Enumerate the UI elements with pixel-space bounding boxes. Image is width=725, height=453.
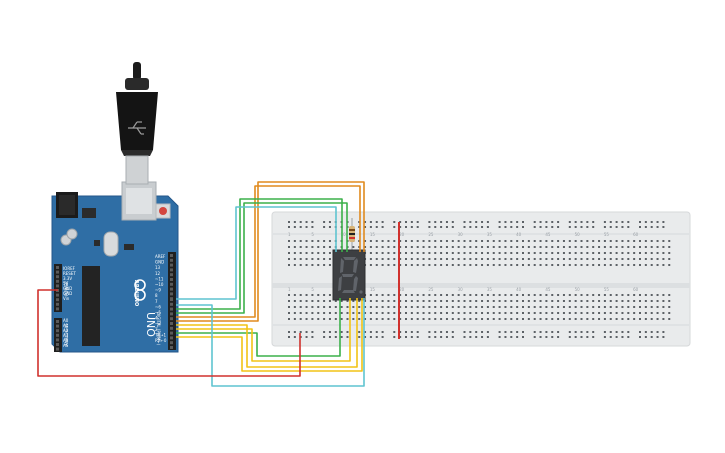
column-marker: 1 [288,287,291,292]
pin-label: ~10 [155,282,164,287]
usb-symbol-icon [128,121,146,135]
digital-pwm-label: DIGITAL (PWM~) [156,312,161,346]
pin-label: ~6 [155,304,161,309]
pin-label: A3 [63,333,69,338]
column-marker: 45 [545,232,551,237]
seven-segment-display[interactable]: 8 [332,249,366,301]
pin-label: A1 [63,323,69,328]
pin-label: GND [155,260,164,265]
wires [37,181,365,387]
wire-orange-2[interactable] [176,185,361,318]
pin-label: ~5 [155,310,161,315]
column-marker: 50 [575,232,581,237]
digital-header-upper [168,252,176,302]
wire-yellow-2[interactable] [176,298,363,372]
pin-label: 13 [155,265,161,270]
column-marker: 5 [311,287,314,292]
wire-cyan-1[interactable] [176,206,337,300]
arduino-brand-label: ARDUINO [133,280,139,306]
analog-in-label: ANALOG IN [64,324,69,346]
column-marker: 15 [370,232,376,237]
pin-label: A5 [63,343,69,348]
column-marker: 45 [545,287,551,292]
pin-label: Vin [63,296,70,301]
capacitor-2 [66,228,78,240]
pin-label: ~9 [155,288,161,293]
column-marker: 50 [575,287,581,292]
pin-label: 8 [155,293,158,298]
column-marker: 30 [458,232,464,237]
pin-label: A2 [63,328,69,333]
power-header [54,264,62,312]
pin-label: GND [63,291,72,296]
pin-label: IOREF [63,266,76,271]
column-marker: 5 [311,232,314,237]
wire-orange-1[interactable] [176,181,365,322]
arduino-logo [134,279,146,301]
voltage-regulator [82,208,96,218]
pin-label: TX→1 [154,332,167,337]
pin-label: A4 [63,338,69,343]
pin-label: ~11 [155,276,164,281]
column-marker: 1 [288,232,291,237]
display-segments [338,257,363,294]
wire-green-3[interactable] [176,298,341,357]
power-label: POWER [64,281,69,296]
pin-label: 3.3V [63,276,72,281]
arduino-uno-board[interactable]: ARDUINO UNO DIGITAL (PWM~) POWER ANALOG … [51,181,179,353]
pin-label: GND [63,286,72,291]
pin-label: RX←0 [155,338,167,343]
atmega-chip [82,266,100,346]
column-marker: 25 [428,287,434,292]
wire-yellow-1[interactable] [176,298,358,368]
column-marker: 40 [516,287,522,292]
column-marker: 55 [604,232,610,237]
column-marker: 20 [399,232,405,237]
column-marker: 15 [370,287,376,292]
arduino-model-label: UNO [144,312,157,337]
pin-label: ~3 [155,321,161,326]
pin-label: A0 [63,318,69,323]
column-marker: 40 [516,232,522,237]
pin-label: 12 [155,271,161,276]
wire-green-1[interactable] [176,202,348,314]
pin-label: 2 [155,327,158,332]
column-marker: 10 [341,232,347,237]
pin-label: 5V [63,281,69,286]
resistor[interactable] [349,218,355,250]
breadboard-column-markers: 1155101015152020252530303535404045455050… [288,232,639,292]
wire-yellow-3[interactable] [176,298,351,362]
wire-red-ground[interactable] [37,289,301,377]
column-marker: 60 [633,232,639,237]
column-marker: 30 [458,287,464,292]
reset-button-cap [159,207,167,215]
pin-label: 4 [155,316,158,321]
pin-label: 7 [155,299,158,304]
wire-green-2[interactable] [176,198,343,310]
crystal-oscillator [103,231,119,257]
usb-cable [116,62,158,185]
column-marker: 55 [604,287,610,292]
column-marker: 35 [487,232,493,237]
wire-cyan-2[interactable] [176,298,365,387]
pin-label: AREF [155,254,166,259]
column-marker: 35 [487,287,493,292]
column-marker: 60 [633,287,639,292]
pin-label: RESET [63,271,76,276]
column-marker: 25 [428,232,434,237]
column-marker: 20 [399,287,405,292]
